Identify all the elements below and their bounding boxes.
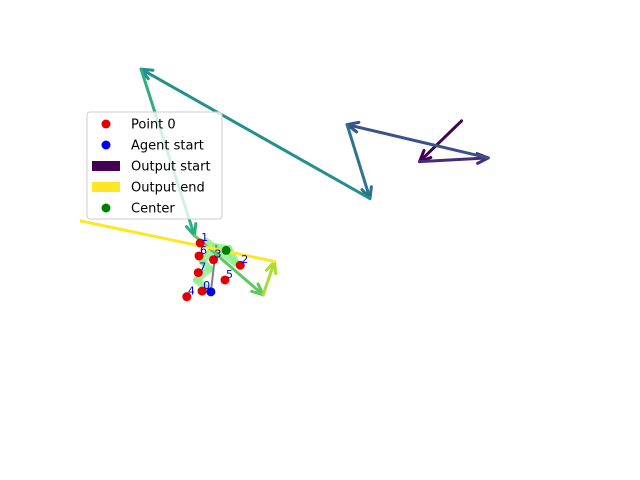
point-label: 5 [226,268,233,281]
agent-path-segment [202,237,240,267]
point-label: 2 [241,253,248,266]
point-label: 6 [200,244,207,257]
legend-label: Point 0 [131,118,176,133]
point-marker [235,260,245,270]
point-marker [193,268,203,278]
legend-marker [101,203,111,213]
output-path-segment [345,123,372,201]
output-path-segment [418,156,490,164]
point-marker [209,255,219,265]
output-path-segment [80,219,277,263]
point-marker [220,275,230,285]
output-path-segment [261,260,277,297]
legend-patch [92,182,120,192]
output-path-segment [345,123,490,160]
legend-marker [101,119,111,129]
point-marker [182,292,192,302]
legend-patch [92,161,120,171]
legend-label: Center [131,202,175,217]
point-label: 4 [188,285,195,298]
point-label: 0 [203,279,210,292]
point-label: 1 [201,231,208,244]
point-marker [197,286,207,296]
agent-start-marker [206,287,216,297]
point-marker [194,251,204,261]
legend-label: Agent start [131,139,204,154]
point-marker [195,238,205,248]
legend-box [86,111,223,220]
center-marker [221,245,231,255]
output-path-segment [418,119,464,164]
legend-marker [101,140,111,150]
legend-label: Output start [131,160,211,175]
point-label: 7 [199,261,206,274]
output-path-segment [192,234,265,297]
legend-label: Output end [131,181,205,196]
point-label: 3 [215,248,222,261]
output-path-segment [139,67,372,201]
